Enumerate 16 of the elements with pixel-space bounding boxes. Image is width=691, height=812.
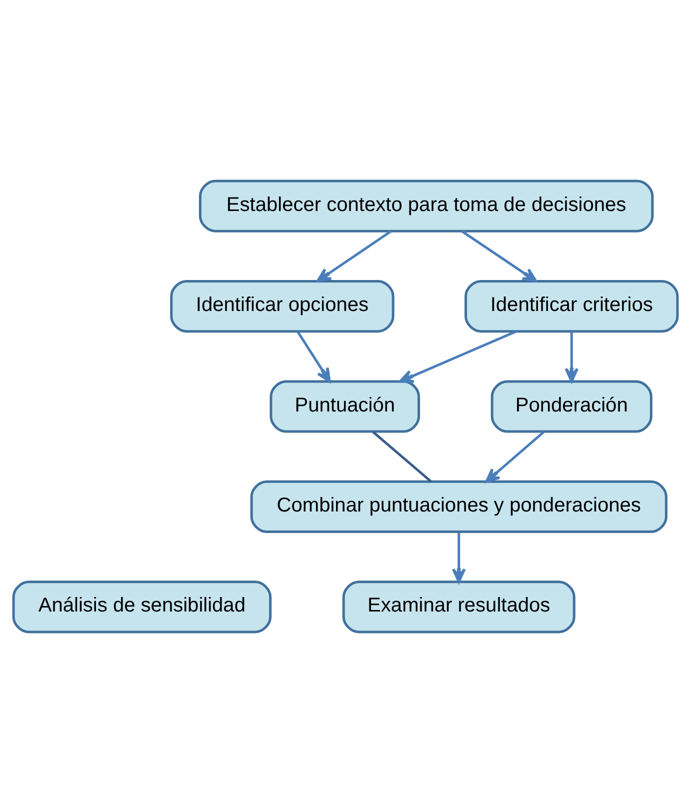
node-box: Análisis de sensibilidad: [12, 580, 272, 633]
arrow: [398, 330, 517, 382]
node-box: Identificar opciones: [170, 279, 394, 332]
connector: [372, 430, 432, 482]
node-box: Combinar puntuaciones y ponderaciones: [250, 480, 668, 533]
arrow: [485, 430, 545, 482]
node-box: Identificar criterios: [464, 279, 679, 332]
node-box: Puntuación: [270, 380, 420, 432]
node-box: Ponderación: [490, 380, 652, 432]
arrow: [296, 330, 331, 382]
node-box: Establecer contexto para toma de decisiones: [198, 179, 654, 232]
arrow: [564, 331, 578, 382]
node-box: Examinar resultados: [342, 580, 576, 633]
arrow: [316, 230, 392, 282]
arrow: [461, 230, 538, 282]
arrow: [452, 532, 466, 583]
